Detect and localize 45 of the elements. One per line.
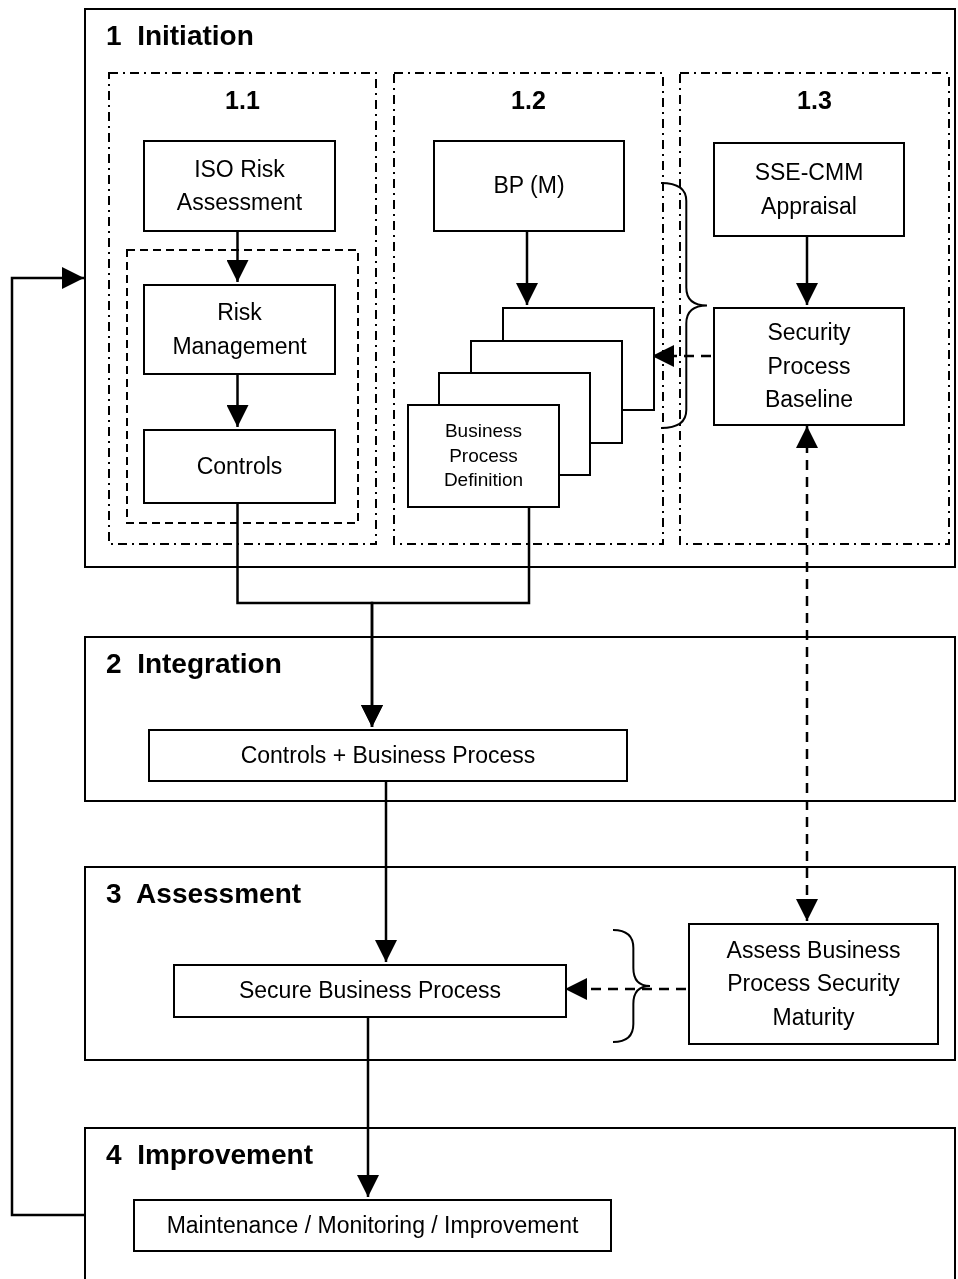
dashed-arrow <box>796 426 818 921</box>
process-box <box>143 140 336 232</box>
process-box <box>713 307 905 426</box>
box-label: Maintenance / Monitoring / Improvement <box>166 1210 579 1240</box>
arrow <box>226 230 249 282</box>
box-label: Controls + Business Process <box>240 740 536 770</box>
arrow <box>357 1016 379 1197</box>
dash-dot-group-frame <box>108 72 377 545</box>
box-label: SSE-CMM Appraisal <box>753 158 865 221</box>
box-label: Business Process Definition <box>442 418 525 493</box>
process-box <box>688 923 939 1045</box>
box-label: Risk Management <box>171 298 308 361</box>
box-label: Security Process Baseline <box>763 318 855 415</box>
phase-title: 1 Initiation <box>106 20 254 52</box>
arrow <box>10 267 84 1217</box>
group-title: 1.2 <box>510 86 547 115</box>
process-box <box>713 142 905 237</box>
arrow <box>796 235 818 305</box>
process-box <box>133 1199 612 1252</box>
phase-title: 3 Assessment <box>106 878 302 910</box>
group-title: 1.1 <box>224 86 261 115</box>
box-label: Secure Business Process <box>238 976 502 1006</box>
phase-title: 4 Improvement <box>106 1139 313 1171</box>
phase-panel <box>84 636 956 802</box>
process-box <box>143 284 336 375</box>
arrow <box>375 780 397 962</box>
phase-panel <box>84 866 956 1061</box>
group-title: 1.3 <box>796 86 833 115</box>
box-label: Assess Business Process Security Maturity <box>725 936 902 1032</box>
phase-panel <box>84 8 956 568</box>
process-box <box>148 729 628 782</box>
process-box <box>143 429 336 504</box>
phase-panel <box>84 1127 956 1279</box>
box-label: BP (M) <box>493 171 565 201</box>
dash-dot-group-frame <box>393 72 664 545</box>
dashed-group-frame <box>126 249 359 524</box>
arrow <box>516 230 538 305</box>
box-label: Controls <box>196 451 283 481</box>
phase-title: 2 Integration <box>106 648 282 680</box>
box-label: ISO Risk Assessment <box>175 154 304 217</box>
process-box <box>433 140 625 232</box>
arrow <box>226 373 249 427</box>
stacked-documents <box>407 307 654 507</box>
process-box <box>173 964 567 1018</box>
dash-dot-group-frame <box>679 72 950 545</box>
